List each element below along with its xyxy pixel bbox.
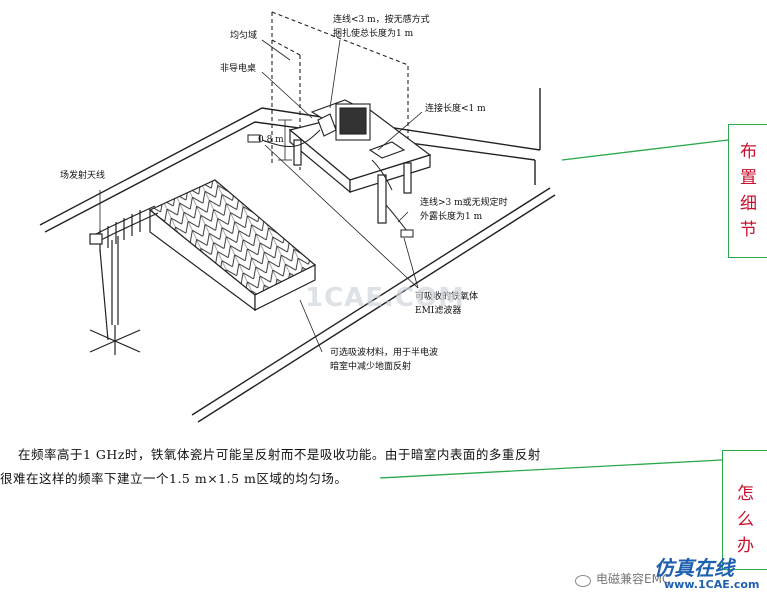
label-absorber-2: 暗室中减少地面反射 (330, 362, 412, 372)
label-cable-lt1m: 连接长度<1 m (425, 104, 486, 114)
paragraph-line-1: 在频率高于1 GHz时，铁氧体瓷片可能呈反射而不是吸收功能。由于暗室内表面的多重… (18, 447, 541, 462)
paragraph-line-2: 很难在这样的频率下建立一个1.5 m×1.5 m区域的均匀场。 (0, 471, 348, 486)
callout-layout-details: 布 置 细 节 (728, 124, 767, 258)
wechat-icon (575, 575, 591, 587)
absorber-block (148, 179, 317, 312)
label-cable-lt3m-1: 连线<3 m，按无感方式 (333, 15, 430, 25)
callout-what-char: 办 (737, 536, 754, 556)
label-cable-lt3m-2: 捆扎使总长度为1 m (333, 29, 414, 39)
leader-lines (99, 39, 423, 353)
callout-what-char: 怎 (737, 484, 754, 504)
eut-computer (310, 99, 406, 159)
wechat-account-name: 电磁兼容EMC (596, 572, 671, 586)
callout-layout-char: 节 (740, 220, 757, 240)
watermark-center: 1CAE.COM (305, 283, 465, 313)
uniform-field-box (271, 11, 409, 190)
brand-cn: 仿真在线 (654, 556, 734, 580)
callout-layout-char: 置 (740, 168, 757, 188)
callout-what-to-do: 怎 么 办 (722, 450, 767, 570)
field-antenna (89, 205, 159, 355)
chamber-floor (39, 88, 556, 423)
label-ferrite-1: 可吸收的铁氧体 (415, 292, 479, 302)
label-nonconductive-table: 非导电桌 (220, 64, 257, 74)
callout-what-char: 么 (737, 510, 754, 530)
callout-layout-char: 布 (740, 142, 757, 162)
label-antenna: 场发射天线 (60, 171, 106, 181)
cables (247, 129, 414, 238)
label-cable-gt3m-1: 连线>3 m或无规定时 (420, 198, 508, 208)
label-uniform-field: 均匀域 (230, 31, 258, 41)
label-absorber-1: 可选吸波材料，用于半电波 (330, 348, 439, 358)
label-height-08m: 0.8 m (258, 135, 284, 145)
brand-url: www.1CAE.com (664, 578, 760, 591)
label-ferrite-2: EMI滤波器 (415, 306, 462, 316)
callout-layout-char: 细 (740, 194, 757, 214)
label-cable-gt3m-2: 外露长度为1 m (420, 212, 483, 222)
callout-connectors (379, 139, 729, 479)
